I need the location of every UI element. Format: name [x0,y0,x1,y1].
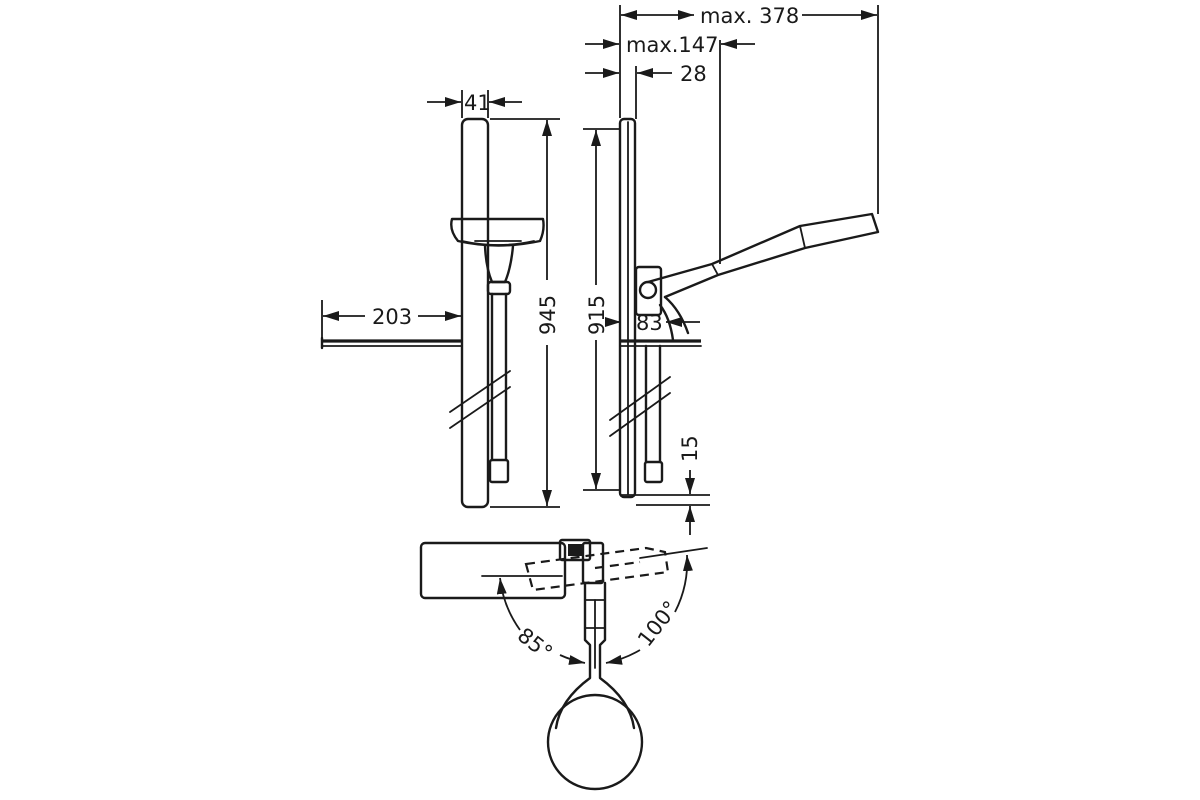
top-holder [558,538,592,562]
label-rail-offset: 28 [680,62,707,86]
dimension-lines [321,5,879,665]
top-shelf [419,541,567,600]
top-handle [554,581,636,730]
front-handle [483,244,515,284]
top-shower-head [546,693,644,791]
label-rail-hole-distance: 915 [585,295,609,335]
front-view [320,117,545,509]
top-rotated-position [524,546,670,592]
front-hose [490,292,508,462]
front-rail [460,117,490,509]
side-slider [634,265,663,317]
front-break-mark [449,370,511,429]
label-max-reach: max. 378 [700,4,799,28]
label-max-head-offset: max.147 [626,33,719,57]
label-rail-bottom-offset: 15 [678,435,702,462]
label-shelf-width: 203 [372,305,412,329]
label-holder-width: 83 [636,311,663,335]
front-head-spray [461,240,535,246]
top-view [419,538,708,791]
side-shower-head [646,212,880,299]
label-angle-right: 100° [633,596,683,651]
label-rail-length: 945 [536,295,560,335]
angle-arc-85 [496,577,521,631]
side-view [609,117,880,499]
label-rail-width: 41 [464,91,491,115]
angle-arc-100 [605,649,641,665]
dimension-labels: max. 378 max.147 28 41 203 945 915 83 15… [372,4,799,665]
side-hose [644,344,662,464]
